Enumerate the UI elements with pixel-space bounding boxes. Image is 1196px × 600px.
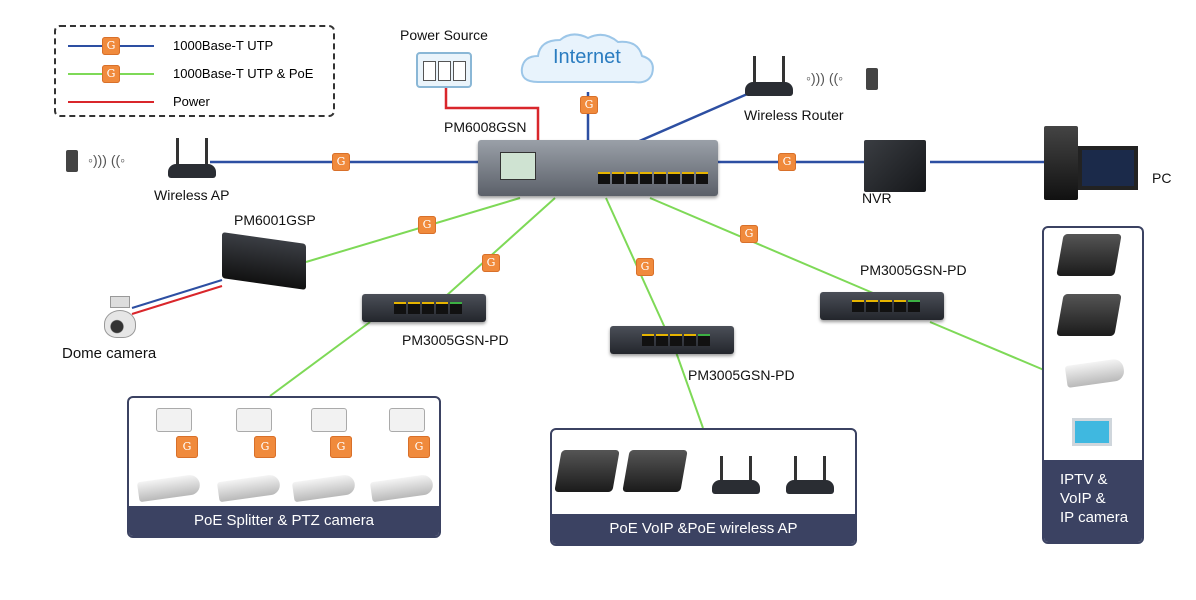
panel-iptv-title: IPTV & VoIP & IP camera <box>1044 460 1142 542</box>
legend-label: 1000Base-T UTP <box>173 38 274 53</box>
pd-switch-2 <box>610 326 734 354</box>
g-badge-icon: G <box>330 436 352 458</box>
poe-line-pd3-iptv <box>929 321 1045 371</box>
ip-phone-icon <box>554 450 620 492</box>
panel-ptz-title: PoE Splitter & PTZ camera <box>129 506 439 536</box>
internet-label: Internet <box>553 46 621 68</box>
cloud-icon <box>520 33 654 84</box>
router-icon <box>745 56 793 100</box>
router-icon <box>786 456 834 496</box>
power-line-dome <box>131 285 223 315</box>
monitor-icon <box>1072 418 1112 446</box>
utp-line-dome <box>131 279 223 309</box>
dome-camera-icon <box>104 296 136 338</box>
poe-splitter-icon <box>156 408 192 432</box>
ip-phone-icon <box>1056 234 1122 276</box>
g-badge-icon: G <box>636 258 654 276</box>
g-badge-icon: G <box>102 37 120 55</box>
smartphone-icon <box>866 68 878 90</box>
pd-switch-1-label: PM3005GSN-PD <box>402 332 509 348</box>
poe-line-pd1 <box>445 197 556 297</box>
router-icon <box>168 138 216 182</box>
poe-line-pd1-ptz <box>269 321 371 397</box>
monitor-icon <box>1078 146 1138 190</box>
g-badge-icon: G <box>482 254 500 272</box>
pc-label: PC <box>1152 170 1172 186</box>
ip-phone-icon <box>1056 294 1122 336</box>
poe-injector-label: PM6001GSP <box>234 212 316 228</box>
power-swatch <box>68 101 154 103</box>
legend-item-poe: G 1000Base-T UTP & PoE <box>66 65 326 83</box>
poe-splitter-icon <box>389 408 425 432</box>
legend-item-utp: G 1000Base-T UTP <box>66 37 326 55</box>
poe-line-pd3 <box>649 197 881 297</box>
g-badge-icon: G <box>102 65 120 83</box>
g-badge-icon: G <box>408 436 430 458</box>
desktop-pc-icon <box>1044 126 1078 200</box>
poe-splitter-icon <box>311 408 347 432</box>
g-badge-icon: G <box>176 436 198 458</box>
smartphone-icon <box>66 150 78 172</box>
legend-item-power: Power <box>66 93 326 111</box>
panel-iptv: IPTV & VoIP & IP camera <box>1042 226 1144 544</box>
g-badge-icon: G <box>418 216 436 234</box>
poe-line-pd2-voip <box>675 351 704 429</box>
panel-voip-title: PoE VoIP &PoE wireless AP <box>552 514 855 544</box>
legend-label: Power <box>173 94 210 109</box>
power-source-label: Power Source <box>400 27 488 43</box>
core-switch <box>478 140 718 196</box>
nvr-label: NVR <box>862 190 892 206</box>
pd-switch-3 <box>820 292 944 320</box>
core-switch-label: PM6008GSN <box>444 119 527 135</box>
wireless-ap-label: Wireless AP <box>154 187 230 203</box>
g-badge-icon: G <box>254 436 276 458</box>
poe-splitter-icon <box>236 408 272 432</box>
poe-line-pd2 <box>605 197 666 329</box>
router-icon <box>712 456 760 496</box>
pd-switch-1 <box>362 294 486 322</box>
power-line-switch <box>444 88 540 140</box>
g-badge-icon: G <box>740 225 758 243</box>
wifi-signal-icon: ◦))) ((◦ <box>88 152 126 168</box>
nvr-server-icon <box>864 140 926 192</box>
legend-label: 1000Base-T UTP & PoE <box>173 66 314 81</box>
wifi-signal-icon: ◦))) ((◦ <box>806 70 844 86</box>
legend: G 1000Base-T UTP G 1000Base-T UTP & PoE … <box>54 25 335 117</box>
pd-switch-3-label: PM3005GSN-PD <box>860 262 967 278</box>
g-badge-icon: G <box>778 153 796 171</box>
g-badge-icon: G <box>580 96 598 114</box>
wireless-router-label: Wireless Router <box>744 107 844 123</box>
g-badge-icon: G <box>332 153 350 171</box>
pd-switch-2-label: PM3005GSN-PD <box>688 367 795 383</box>
power-outlet-icon <box>416 52 472 88</box>
dome-camera-label: Dome camera <box>62 345 157 362</box>
lcd-screen <box>500 152 536 180</box>
poe-line-injector <box>305 197 521 263</box>
ip-phone-icon <box>622 450 688 492</box>
